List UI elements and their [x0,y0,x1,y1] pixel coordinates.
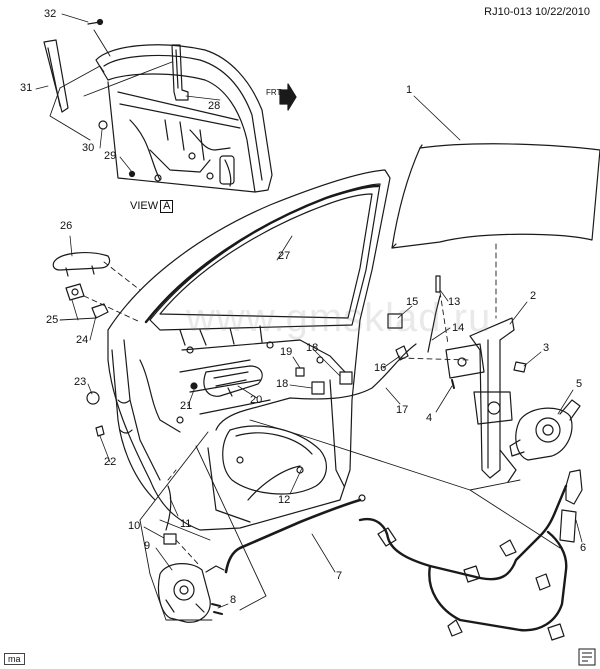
arrow-right-icon [279,83,297,111]
clip-part-19 [295,367,305,377]
callout-5: 5 [576,378,583,390]
callout-26: 26 [60,220,73,232]
callout-32: 32 [44,8,57,20]
callout-27: 27 [278,250,291,262]
ref-date: 10/22/2010 [534,6,590,18]
callout-8: 8 [230,594,237,606]
callout-14: 14 [452,322,465,334]
page-fold-icon [578,648,596,666]
callout-23: 23 [74,376,87,388]
rod-part-17 [215,343,417,431]
outside-handle-part-26 [52,252,111,277]
handle-bezel-part-25 [65,283,85,301]
callout-29: 29 [104,150,117,162]
nut-part-30 [98,120,108,130]
callout-1: 1 [406,84,413,96]
cable-end-part-7 [358,494,366,502]
rod-part-11 [165,485,172,531]
callout-13: 13 [448,296,461,308]
callout-10: 10 [128,520,141,532]
window-motor-part-5 [509,399,581,461]
callout-2: 2 [530,290,537,302]
screw-head-32 [96,18,104,26]
clip-part-18-a [339,371,353,385]
callout-25: 25 [46,314,59,326]
applique-part-31 [43,39,69,113]
callout-16: 16 [374,362,387,374]
callout-18-a: 18 [306,342,319,354]
window-regulator-part-2 [445,317,517,483]
callout-11: 11 [180,518,192,530]
callout-22: 22 [104,456,117,468]
callout-3: 3 [543,342,550,354]
callout-18-b: 18 [276,378,289,390]
view-label-prefix: VIEW [130,200,159,212]
callout-21: 21 [180,400,193,412]
corner-badge: ma [4,653,25,665]
clip-part-10 [163,533,177,545]
plug-part-23 [86,391,100,405]
callout-6: 6 [580,542,587,554]
watermark: www.gmsklad.ru [186,296,492,340]
diagram-header: RJ10-013 10/22/2010 [484,6,590,18]
screw-part-8 [211,603,223,615]
bolt-part-3 [513,361,527,373]
window-channel-part-28 [171,44,189,101]
callout-28: 28 [208,100,221,112]
callout-30: 30 [82,142,95,154]
weatherstrip-part-27 [144,184,380,324]
inside-handle-part-20 [203,365,263,397]
callout-17: 17 [396,404,409,416]
window-glass-part-1 [391,143,600,249]
callout-12: 12 [278,494,291,506]
callout-9: 9 [144,540,151,552]
callout-7: 7 [336,570,343,582]
callout-24: 24 [76,334,89,346]
callout-31: 31 [20,82,33,94]
bolt-part-21 [190,382,198,390]
bolt-part-13 [435,275,441,293]
view-label-letter: A [160,200,174,213]
clip-part-15 [387,313,403,329]
wiring-harness-part-6 [358,469,583,641]
callout-4: 4 [426,412,433,424]
ref-code: RJ10-013 [484,6,532,18]
bracket-part-24 [91,303,109,319]
leader-frame-lines [49,29,561,621]
callout-15: 15 [406,296,419,308]
rod-part-14 [427,295,441,353]
callout-leaders [35,13,583,609]
door-lock-part-9 [157,563,225,623]
cable-part-12 [247,465,301,501]
callout-19: 19 [280,346,293,358]
cable-part-7 [224,498,362,574]
plug-part-22 [95,425,105,437]
rear-door-shell [107,169,391,531]
assembly-guide-lines [83,243,497,567]
callout-20: 20 [250,394,263,406]
screw-part-4 [451,379,455,389]
frt-label: FRT [266,88,282,97]
view-a-door-frame [95,44,273,193]
clip-part-18-b [311,381,325,395]
